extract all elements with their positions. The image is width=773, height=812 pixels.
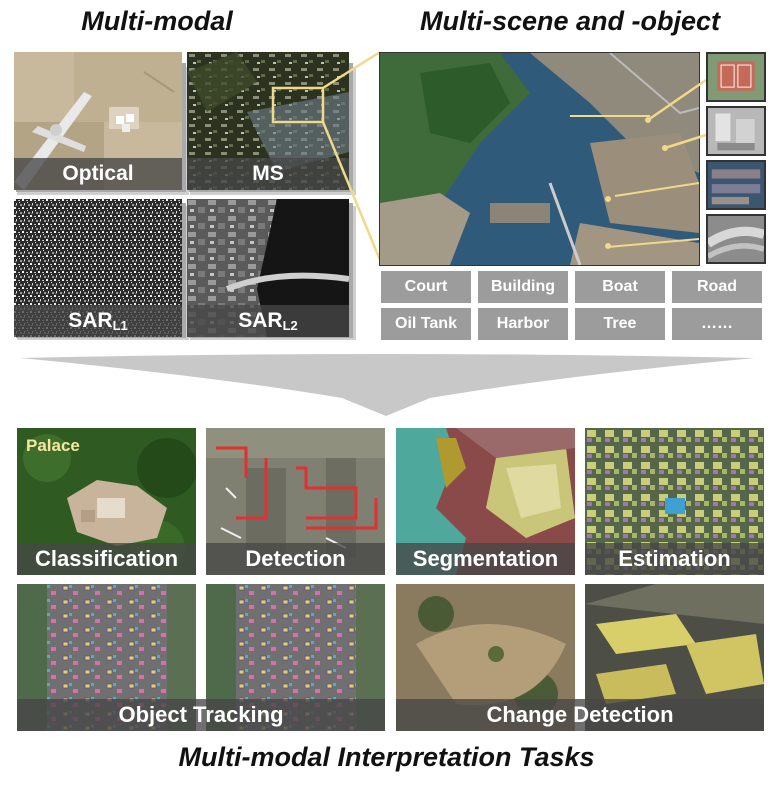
building-thumbnail: [706, 106, 766, 156]
funnel-arrow: [20, 354, 755, 416]
multiscene-heading: Multi-scene and -object: [419, 6, 721, 36]
optical-image: Optical: [14, 52, 182, 190]
court-thumbnail: [706, 52, 766, 102]
classification-image: Palace Classification: [17, 428, 196, 575]
sar-l1-label: SARL1: [68, 309, 128, 333]
sar-l1-image: SARL1: [14, 199, 182, 337]
estimation-label: Estimation: [618, 546, 731, 571]
category-oil-tank: Oil Tank: [381, 308, 471, 340]
sar-l2-label: SARL2: [238, 309, 298, 333]
boat-thumbnail: [706, 160, 766, 210]
tasks-heading: Multi-modal Interpretation Tasks: [178, 742, 595, 772]
segmentation-image: Segmentation: [396, 428, 575, 575]
classification-label: Classification: [34, 546, 179, 571]
change-detection-image: Change Detection: [396, 584, 764, 731]
change-detection-label: Change Detection: [486, 702, 674, 727]
category-harbor: Harbor: [478, 308, 568, 340]
tracking-label: Object Tracking: [118, 702, 284, 727]
category-tree: Tree: [575, 308, 665, 340]
road-thumbnail: [706, 214, 766, 264]
detection-label: Detection: [245, 546, 346, 571]
optical-label: Optical: [62, 162, 134, 185]
category-road: Road: [672, 271, 762, 303]
ms-image: MS: [187, 52, 349, 190]
detection-image: Detection: [206, 428, 385, 575]
sar-l2-image: SARL2: [187, 199, 349, 337]
ms-label: MS: [252, 162, 284, 185]
palace-label: Palace: [26, 436, 80, 455]
multimodal-heading: Multi-modal: [81, 6, 233, 36]
estimation-image: Estimation: [585, 428, 764, 575]
category-building: Building: [478, 271, 568, 303]
harbor-scene-image: [379, 52, 700, 266]
category-boat: Boat: [575, 271, 665, 303]
segmentation-label: Segmentation: [412, 546, 559, 571]
tracking-image: Object Tracking: [17, 584, 385, 731]
category-court: Court: [381, 271, 471, 303]
category-more: ……: [672, 308, 762, 340]
